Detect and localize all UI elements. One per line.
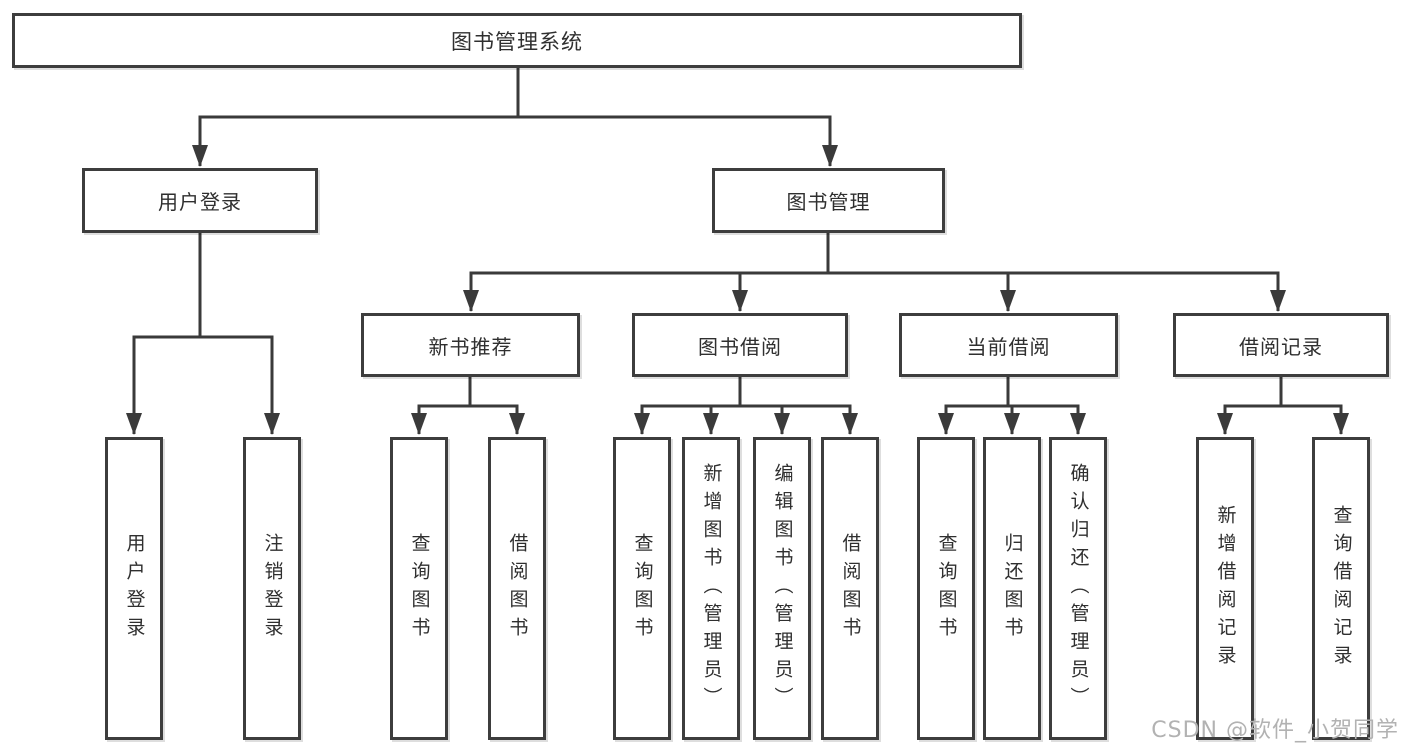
- leaf-query-borrow-record: 查询借阅记录: [1312, 437, 1370, 740]
- leaf-return-books: 归还图书: [983, 437, 1041, 740]
- leaf-return-books-label: 归还图书: [1001, 532, 1024, 645]
- node-current-borrow-label: 当前借阅: [966, 334, 1051, 359]
- leaf-add-books-admin-label: 新增图书（管理员）: [700, 462, 723, 715]
- node-book-management: 图书管理: [712, 168, 945, 233]
- node-root-label: 图书管理系统: [451, 29, 583, 54]
- watermark: CSDN @软件_小贺同学: [1151, 718, 1399, 743]
- leaf-logout: 注销登录: [243, 437, 301, 740]
- node-current-borrow: 当前借阅: [899, 313, 1118, 377]
- leaf-add-books-admin: 新增图书（管理员）: [682, 437, 740, 740]
- leaf-query-books-borrow: 查询图书: [613, 437, 671, 740]
- node-user-login: 用户登录: [82, 168, 318, 233]
- leaf-add-borrow-record-label: 新增借阅记录: [1214, 504, 1237, 673]
- leaf-query-books-current: 查询图书: [917, 437, 975, 740]
- node-book-borrow: 图书借阅: [632, 313, 848, 377]
- leaf-add-borrow-record: 新增借阅记录: [1196, 437, 1254, 740]
- leaf-edit-books-admin: 编辑图书（管理员）: [753, 437, 811, 740]
- leaf-user-login: 用户登录: [105, 437, 163, 740]
- leaf-query-books-recommend-label: 查询图书: [408, 532, 431, 645]
- leaf-borrow-books-label: 借阅图书: [839, 532, 862, 645]
- leaf-query-books-current-label: 查询图书: [935, 532, 958, 645]
- leaf-edit-books-admin-label: 编辑图书（管理员）: [771, 462, 794, 715]
- leaf-borrow-books: 借阅图书: [821, 437, 879, 740]
- node-book-borrow-label: 图书借阅: [698, 334, 782, 359]
- node-book-management-label: 图书管理: [786, 190, 871, 214]
- leaf-query-books-borrow-label: 查询图书: [631, 532, 654, 645]
- leaf-borrow-books-recommend: 借阅图书: [488, 437, 546, 740]
- leaf-confirm-return-admin: 确认归还（管理员）: [1049, 437, 1107, 740]
- leaf-logout-label: 注销登录: [261, 532, 284, 645]
- leaf-borrow-books-recommend-label: 借阅图书: [506, 532, 529, 645]
- node-new-book-recommend-label: 新书推荐: [428, 334, 513, 359]
- node-borrow-records: 借阅记录: [1173, 313, 1389, 377]
- leaf-confirm-return-admin-label: 确认归还（管理员）: [1067, 462, 1090, 715]
- node-borrow-records-label: 借阅记录: [1239, 334, 1323, 359]
- leaf-query-books-recommend: 查询图书: [390, 437, 448, 740]
- leaf-query-borrow-record-label: 查询借阅记录: [1330, 504, 1353, 673]
- node-new-book-recommend: 新书推荐: [361, 313, 580, 377]
- node-root: 图书管理系统: [12, 13, 1022, 68]
- leaf-user-login-label: 用户登录: [123, 532, 146, 645]
- node-user-login-label: 用户登录: [158, 190, 242, 214]
